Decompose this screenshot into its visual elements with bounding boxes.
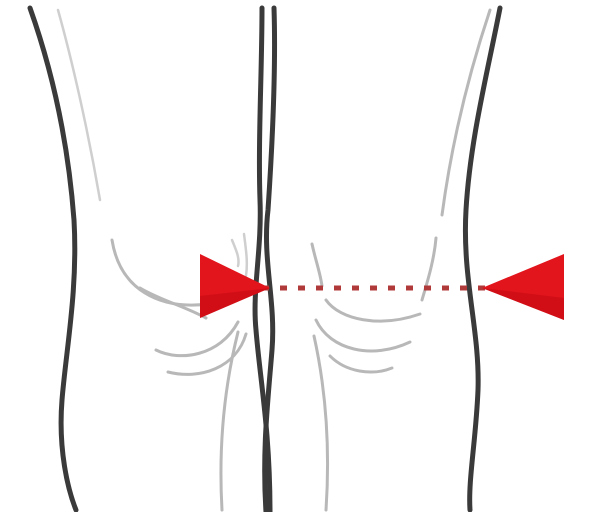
right-shin-contour	[314, 336, 328, 510]
left-leg-outer-outline	[30, 8, 76, 510]
left-thigh-contour	[58, 10, 100, 200]
arrow-left-icon	[482, 254, 564, 320]
left-knee-contour	[232, 240, 239, 266]
right-leg-inner-outline	[265, 8, 275, 512]
left-knee-contour	[112, 240, 208, 305]
left-knee-contour	[156, 322, 238, 356]
right-leg-outer-outline	[465, 8, 500, 510]
right-knee-contour	[312, 244, 322, 286]
left-knee-contour	[140, 288, 206, 318]
right-knee-contour	[316, 320, 410, 351]
right-knee-contour	[330, 356, 392, 372]
left-knee-contour	[244, 234, 247, 276]
right-knee-contour	[326, 300, 420, 321]
right-knee-contour	[422, 238, 436, 300]
